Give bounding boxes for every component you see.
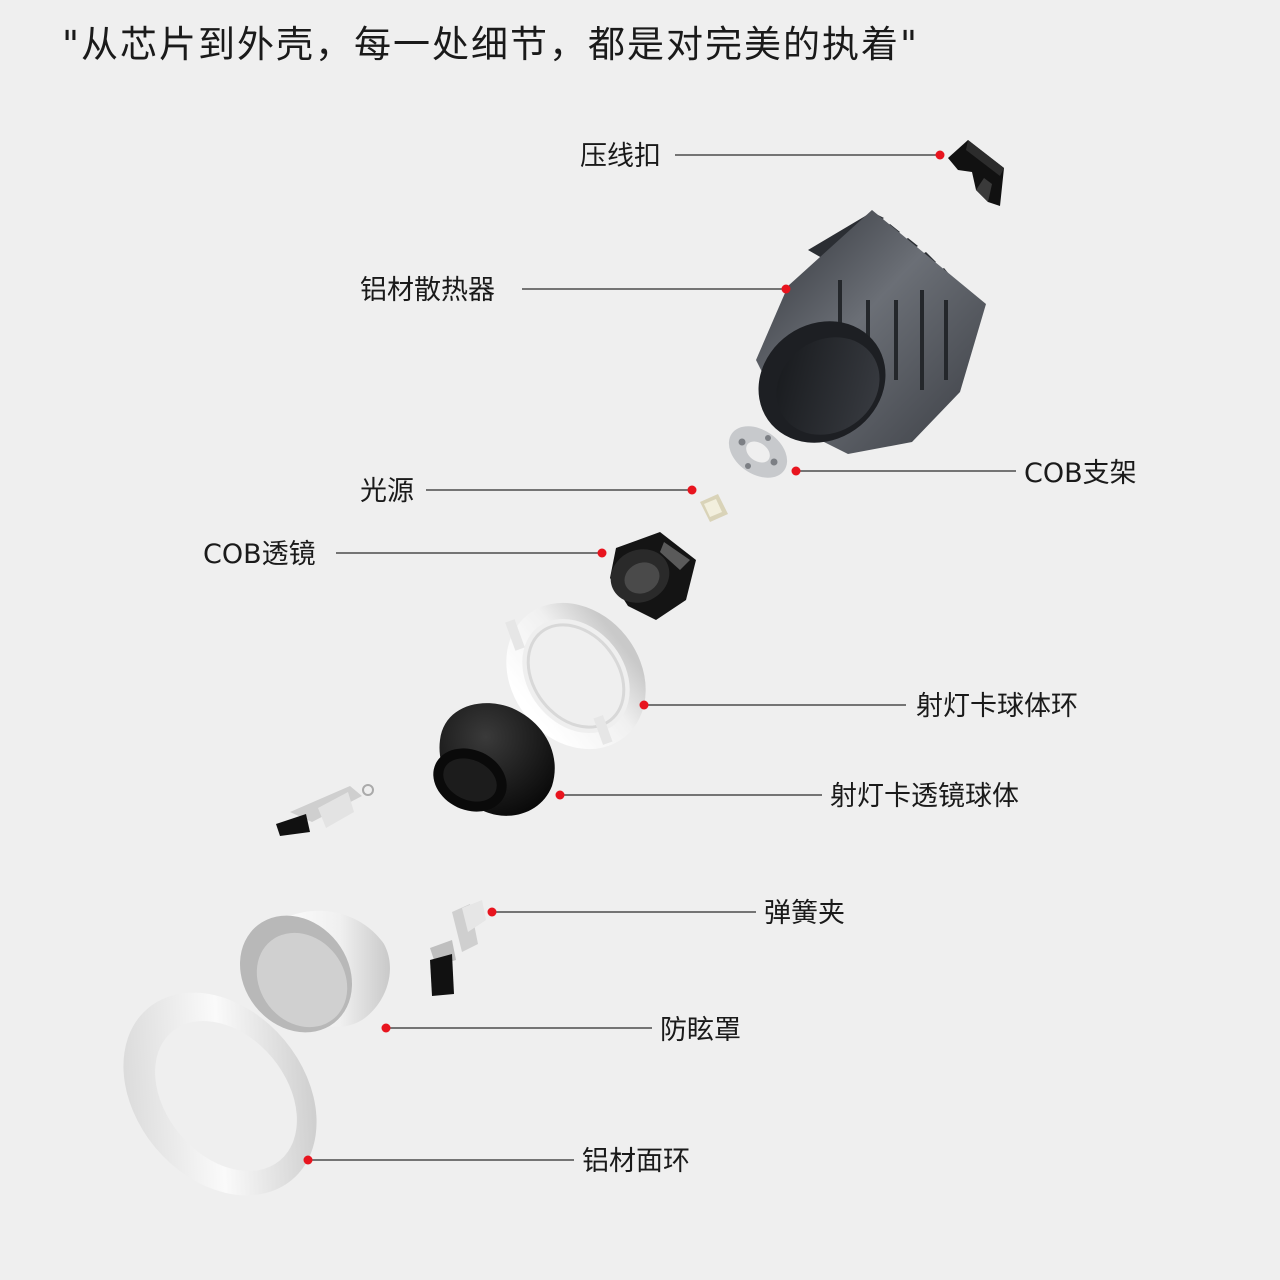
lens-ball-icon xyxy=(433,703,555,816)
callout-face-ring: 铝材面环 xyxy=(303,1146,690,1177)
label-cob-bracket: COB支架 xyxy=(1024,458,1137,489)
led-chip-icon xyxy=(700,494,728,522)
callout-light-source: 光源 xyxy=(360,476,697,507)
face-ring-icon xyxy=(123,992,317,1196)
label-heatsink: 铝材散热器 xyxy=(360,275,495,306)
callout-cob-lens: COB透镜 xyxy=(203,539,607,570)
label-anti-glare: 防眩罩 xyxy=(660,1015,741,1046)
callout-spring-clip: 弹簧夹 xyxy=(487,898,845,929)
label-clamp: 压线扣 xyxy=(580,141,661,172)
spring-clip-left-icon xyxy=(276,784,374,836)
callout-clamp: 压线扣 xyxy=(580,141,945,172)
label-face-ring: 铝材面环 xyxy=(582,1146,690,1177)
label-light-source: 光源 xyxy=(360,476,414,507)
anti-glare-cover-icon xyxy=(239,910,390,1033)
callout-anti-glare: 防眩罩 xyxy=(381,1015,741,1046)
label-spring-clip: 弹簧夹 xyxy=(764,898,845,929)
cob-bracket-icon xyxy=(728,426,788,478)
callout-lens-ball: 射灯卡透镜球体 xyxy=(555,781,1019,812)
heatsink-icon xyxy=(756,210,986,454)
label-lens-ball: 射灯卡透镜球体 xyxy=(830,781,1019,812)
ball-ring-icon xyxy=(505,602,646,750)
callout-ball-ring: 射灯卡球体环 xyxy=(639,691,1078,722)
callout-heatsink: 铝材散热器 xyxy=(360,275,791,306)
headline: "从芯片到外壳，每一处细节，都是对完美的执着" xyxy=(62,23,920,66)
callout-cob-bracket: COB支架 xyxy=(791,458,1137,489)
lens-icon xyxy=(610,532,696,620)
spring-clip-icon xyxy=(430,900,486,996)
label-ball-ring: 射灯卡球体环 xyxy=(916,691,1078,722)
label-cob-lens: COB透镜 xyxy=(203,539,316,570)
wire-clamp-icon xyxy=(948,140,1004,206)
